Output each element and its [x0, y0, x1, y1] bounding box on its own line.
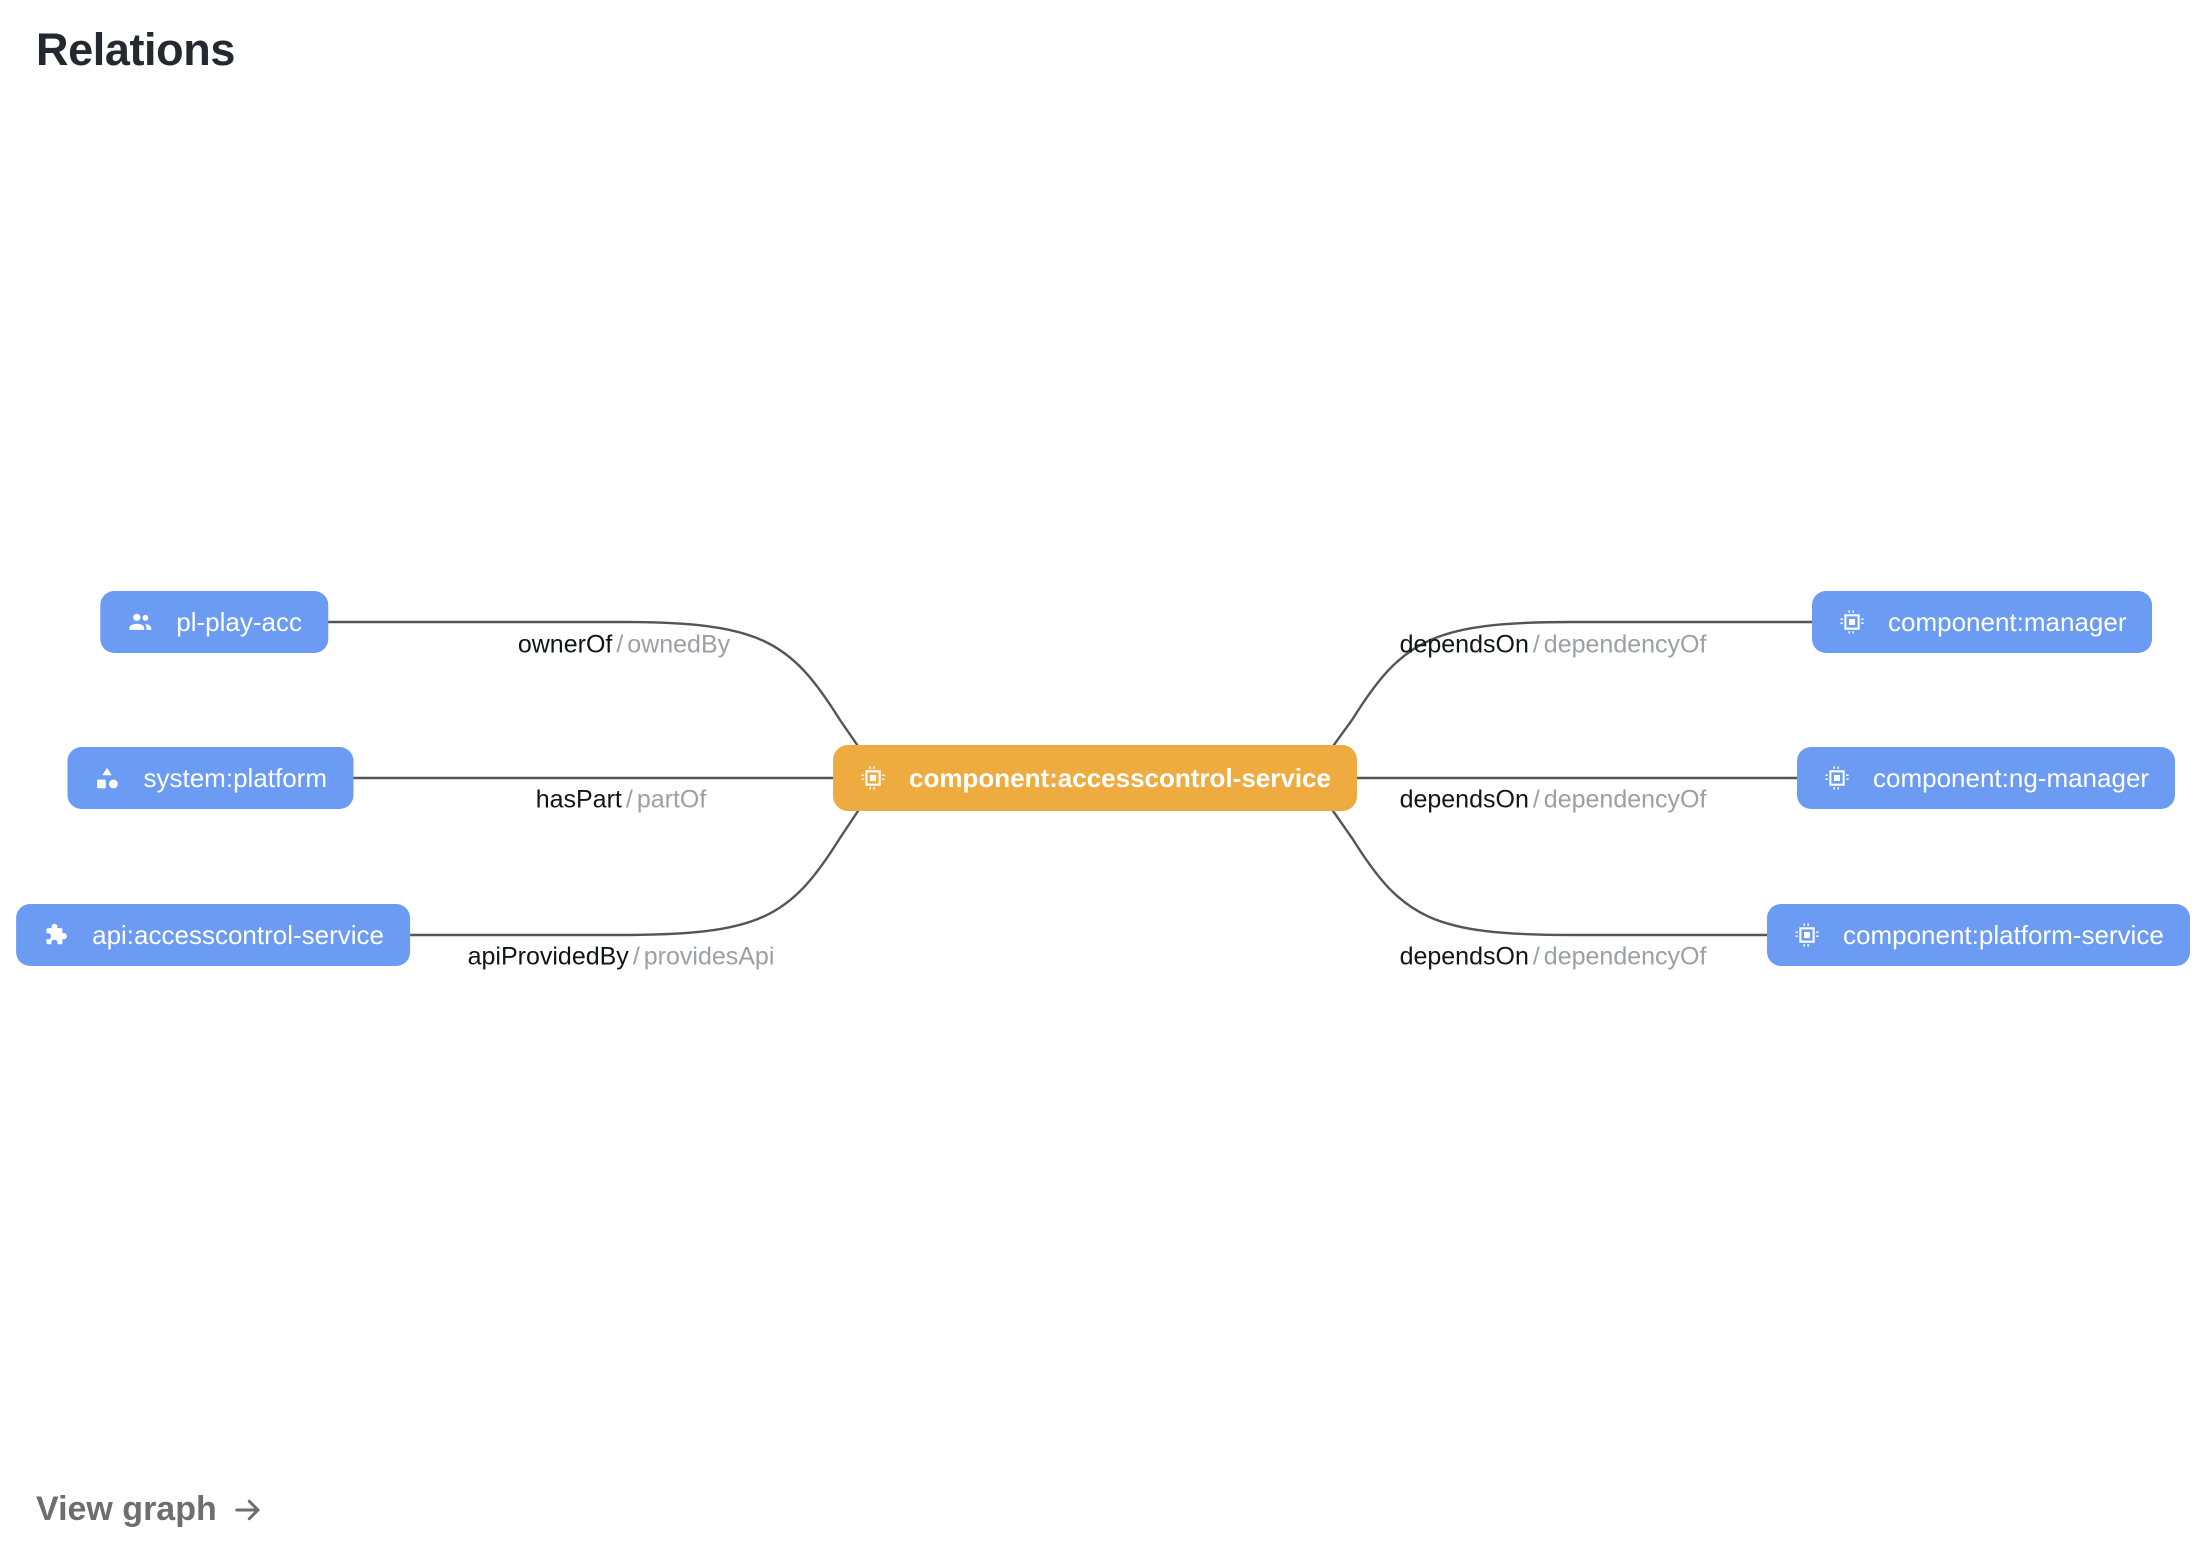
edge-label: ownerOf/ownedBy — [517, 630, 731, 659]
edge-label-forward: dependsOn — [1399, 785, 1529, 814]
view-graph-link[interactable]: View graph — [36, 1490, 265, 1529]
category-shapes-icon — [94, 764, 122, 792]
edge-label-reverse: providesApi — [643, 942, 775, 971]
graph-node-system-platform[interactable]: system:platform — [67, 747, 353, 809]
edge-label-reverse: ownedBy — [627, 630, 731, 659]
graph-node-pl-play-acc[interactable]: pl-play-acc — [100, 591, 328, 653]
page-title: Relations — [36, 24, 235, 75]
edge-label-separator: / — [632, 942, 640, 971]
edge-label-forward: apiProvidedBy — [467, 942, 629, 971]
edge-label: dependsOn/dependencyOf — [1399, 630, 1707, 659]
edge-label-reverse: partOf — [636, 785, 707, 814]
graph-node-component-manager[interactable]: component:manager — [1812, 591, 2153, 653]
graph-node-label: api:accesscontrol-service — [92, 920, 384, 950]
edge-label-reverse: dependencyOf — [1543, 785, 1707, 814]
graph-node-label: component:platform-service — [1843, 920, 2164, 950]
graph-node-component-accesscontrol-service[interactable]: component:accesscontrol-service — [833, 745, 1357, 811]
edge-label-forward: hasPart — [535, 785, 622, 814]
graph-node-label: pl-play-acc — [176, 607, 302, 637]
group-people-icon — [126, 608, 154, 636]
edge-label-reverse: dependencyOf — [1543, 942, 1707, 971]
graph-node-label: component:accesscontrol-service — [909, 763, 1331, 793]
edge-label-forward: dependsOn — [1399, 630, 1529, 659]
edge-label: dependsOn/dependencyOf — [1399, 785, 1707, 814]
memory-chip-icon — [1793, 921, 1821, 949]
graph-node-label: system:platform — [143, 763, 328, 793]
graph-node-label: component:ng-manager — [1873, 763, 2150, 793]
memory-chip-icon — [1838, 608, 1866, 636]
graph-node-component-platform-service[interactable]: component:platform-service — [1767, 904, 2190, 966]
edge-label-separator: / — [625, 785, 633, 814]
graph-node-api-accesscontrol-service[interactable]: api:accesscontrol-service — [16, 904, 410, 966]
edge-label-forward: dependsOn — [1399, 942, 1529, 971]
edge-label-separator: / — [616, 630, 624, 659]
edge-label: hasPart/partOf — [535, 785, 707, 814]
memory-chip-icon — [1823, 764, 1851, 792]
graph-node-label: component:manager — [1888, 607, 2127, 637]
edge-label: dependsOn/dependencyOf — [1399, 942, 1707, 971]
arrow-right-icon — [231, 1495, 265, 1525]
edge-label-separator: / — [1532, 942, 1540, 971]
edge-label-separator: / — [1532, 785, 1540, 814]
edge-label-reverse: dependencyOf — [1543, 630, 1707, 659]
puzzle-extension-icon — [42, 921, 70, 949]
edge-label-separator: / — [1532, 630, 1540, 659]
memory-chip-icon — [859, 764, 887, 792]
edge-label: apiProvidedBy/providesApi — [467, 942, 775, 971]
graph-node-component-ng-manager[interactable]: component:ng-manager — [1797, 747, 2176, 809]
edge-label-forward: ownerOf — [517, 630, 613, 659]
view-graph-label: View graph — [36, 1490, 217, 1528]
